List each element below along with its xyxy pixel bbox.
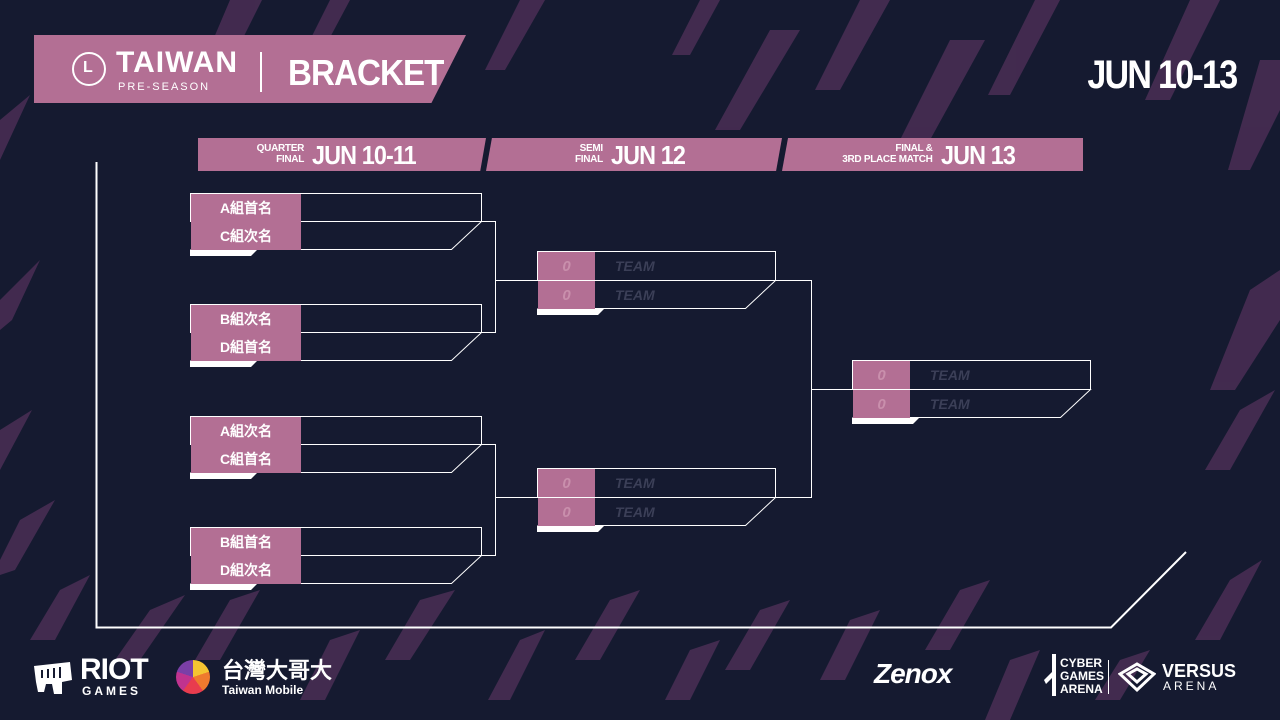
final-bottom-score: 0	[853, 390, 910, 418]
riot-fist-icon	[34, 662, 72, 694]
versus-arena-sub: ARENA	[1163, 679, 1220, 693]
header-banner	[34, 35, 466, 103]
sponsor-divider	[1108, 660, 1109, 694]
sf2-top-score: 0	[538, 469, 595, 497]
qf3-bottom-seed: C組首名	[191, 445, 301, 473]
round-date: JUN 10-11	[312, 139, 417, 170]
versus-logo: VERSUS	[1162, 661, 1237, 681]
sf1-top-score: 0	[538, 252, 595, 280]
round-header-semifinal: SEMI FINAL JUN 12	[486, 138, 782, 171]
taiwan-mobile-cn: 台灣大哥大	[222, 658, 333, 683]
sf1-bottom-team: TEAM	[615, 287, 655, 303]
qf1-bottom-seed: C組次名	[191, 222, 301, 250]
final-top-team: TEAM	[930, 367, 970, 383]
brand-title: TAIWAN	[116, 46, 239, 79]
sf1-top-team: TEAM	[615, 258, 655, 274]
final-top-score: 0	[853, 361, 910, 389]
qf4-bottom-seed: D組次名	[191, 556, 301, 584]
sf2-bottom-team: TEAM	[615, 504, 655, 520]
sf2-top-team: TEAM	[615, 475, 655, 491]
page-title: BRACKET	[288, 52, 444, 93]
qf1-top-seed: A組首名	[191, 194, 301, 222]
qf4-top-seed: B組首名	[191, 528, 301, 556]
qf3-top-seed: A組次名	[191, 417, 301, 445]
brand-subtitle: PRE-SEASON	[118, 81, 211, 93]
riot-games-logo: RIOT	[80, 653, 149, 686]
taiwan-mobile-en: Taiwan Mobile	[222, 683, 304, 697]
riot-games-sub: GAMES	[82, 684, 142, 698]
round-header-quarterfinal: QUARTER FINAL JUN 10-11	[198, 138, 486, 171]
sf2-bottom-score: 0	[538, 498, 595, 526]
cyber-games-arena-logo: CYBER GAMES ARENA	[1060, 656, 1105, 697]
taiwan-mobile-icon	[176, 660, 210, 694]
round-label: QUARTER FINAL	[256, 143, 305, 165]
cyber-games-arena-icon	[1044, 654, 1056, 696]
round-date: JUN 13	[940, 139, 1016, 170]
header-divider	[260, 52, 262, 92]
sf1-bottom-score: 0	[538, 281, 595, 309]
qf2-top-seed: B組次名	[191, 305, 301, 333]
event-dates: JUN 10-13	[1086, 53, 1238, 97]
league-logo-icon: L	[72, 52, 106, 86]
round-date: JUN 12	[610, 139, 686, 170]
final-bottom-team: TEAM	[930, 396, 970, 412]
qf2-bottom-seed: D組首名	[191, 333, 301, 361]
round-label: FINAL & 3RD PLACE MATCH	[842, 143, 933, 165]
round-header-final: FINAL & 3RD PLACE MATCH JUN 13	[782, 138, 1083, 171]
zenox-logo: Zenox	[874, 658, 952, 689]
round-label: SEMI FINAL	[574, 143, 603, 165]
versus-arena-icon	[1118, 662, 1156, 693]
